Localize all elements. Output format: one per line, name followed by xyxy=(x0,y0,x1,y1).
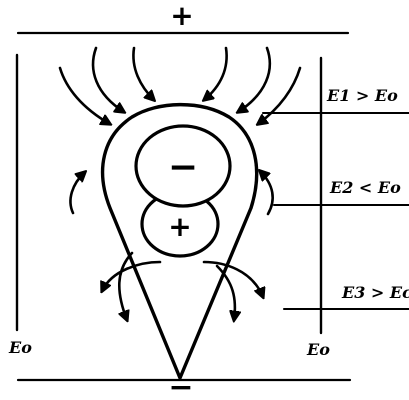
lower-field-line-4 xyxy=(217,266,235,320)
top-field-line-5 xyxy=(238,48,270,112)
top-field-line-3 xyxy=(133,48,154,100)
top-field-line-6 xyxy=(258,68,300,124)
top-field-line-2 xyxy=(93,48,124,112)
left-eo-label: Eo xyxy=(8,338,32,357)
lower-field-line-2 xyxy=(102,262,160,291)
e2-label: E2 < Eo xyxy=(329,178,401,197)
right-eo-label: Eo xyxy=(306,340,330,359)
lower-field-line-1 xyxy=(119,253,132,320)
top-field-line-4 xyxy=(204,48,227,100)
right-side-field-arrow xyxy=(260,171,273,214)
top-plate-sign: + xyxy=(170,0,193,32)
e1-label: E1 > Eo xyxy=(326,86,398,105)
lower-charge-sign: + xyxy=(168,210,191,243)
left-side-field-arrow xyxy=(70,172,85,213)
top-field-line-1 xyxy=(60,68,110,124)
upper-charge-sign: − xyxy=(168,147,198,188)
e3-label: E3 > Ec xyxy=(341,283,409,302)
